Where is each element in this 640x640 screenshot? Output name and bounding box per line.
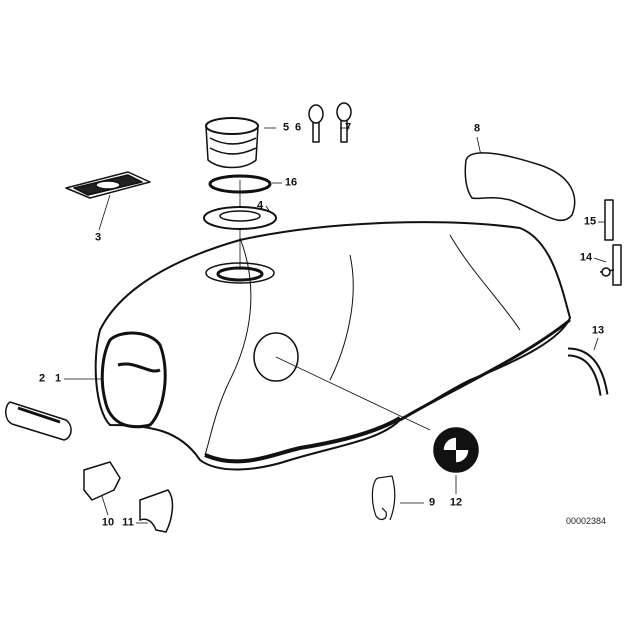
callout-12: 12 — [449, 496, 463, 509]
callout-6: 6 — [294, 121, 302, 134]
callout-5: 5 — [282, 121, 290, 134]
callout-2: 2 — [38, 372, 46, 385]
callout-8: 8 — [473, 122, 481, 135]
callout-10: 10 — [101, 516, 115, 529]
callout-14: 14 — [579, 251, 593, 264]
part-14-bolt — [599, 244, 622, 286]
part-2-grommet — [5, 401, 72, 441]
callout-16: 16 — [284, 176, 298, 189]
callout-1: 1 — [54, 372, 62, 385]
part-8-knee-pad — [464, 152, 576, 222]
part-3-gasket-pad — [65, 171, 151, 199]
part-5-filler-cap — [205, 117, 259, 169]
part-11-cover — [139, 489, 174, 533]
part-12-badge — [433, 427, 479, 473]
callout-9: 9 — [428, 496, 436, 509]
part-16-seal-ring — [208, 174, 272, 194]
callout-3: 3 — [94, 231, 102, 244]
fuel-tank — [94, 221, 571, 471]
part-15-pin — [604, 199, 614, 241]
callout-4: 4 — [256, 199, 264, 212]
diagram-reference-number: 00002384 — [566, 516, 607, 526]
callout-13: 13 — [591, 324, 605, 337]
callout-15: 15 — [583, 215, 597, 228]
part-9-spring-clip — [371, 475, 396, 521]
callout-7: 7 — [344, 121, 352, 134]
part-7-key — [336, 102, 352, 143]
part-10-cover — [83, 461, 121, 501]
part-6-key — [308, 104, 324, 143]
callout-11: 11 — [122, 516, 134, 529]
part-4-filler-flange — [203, 206, 277, 230]
